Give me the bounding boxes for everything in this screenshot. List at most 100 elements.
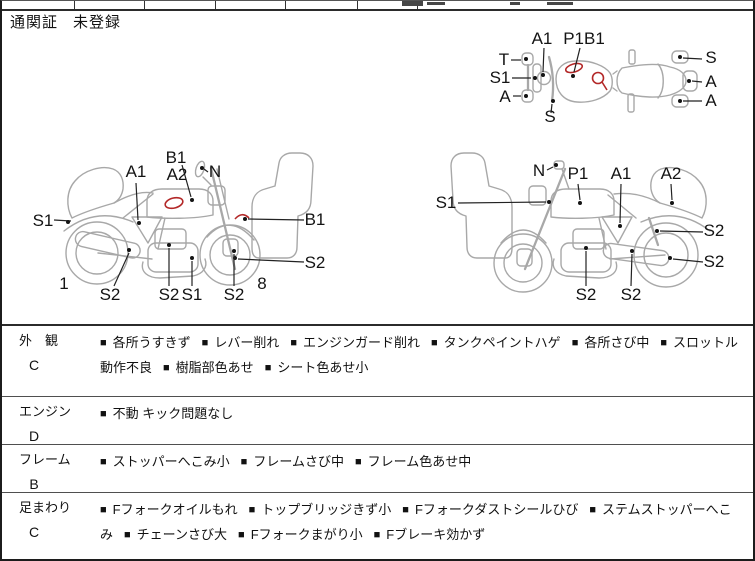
inspection-items: ■各所うすきず■レバー削れ■エンジンガード削れ■タンクペイントハゲ■各所さび中■… [100,326,753,396]
inspection-items: ■ 不動 キック問題なし [100,397,753,444]
leader-lines [53,164,305,287]
inspection-item: ■ 各所うすきず [100,335,191,350]
inspection-item-text: レバー削れ [214,335,280,350]
inspection-item: ■エンジンガード削れ [290,335,420,350]
bullet-marker: ■ [354,456,362,468]
diagram-label-s2: S2 [224,285,245,304]
inspection-item-text: フレームさび中 [253,454,344,469]
bullet-marker: ■ [238,529,245,541]
bullet-marker: ■ [431,337,438,349]
cutoff-text-remnant [547,2,573,5]
customs-label: 通関証 [10,14,59,31]
diagram-label-s2: S2 [100,285,121,304]
category-label: エンジン [19,404,72,419]
diagram-label-p1b1: P1B1 [563,29,605,48]
inspection-item-text: ステムストッパーへこみ [100,502,732,542]
inspection-item: ■Fフォークまがり小 [238,527,363,542]
inspection-item: ■ フレームさび中 [241,454,344,469]
inspection-item: ■スロットル動作不良 [100,335,738,375]
bullet-marker: ■ [589,504,597,516]
bullet-marker: ■ [402,504,409,516]
inspection-item-text: チェーンさび大 [136,527,228,542]
inspection-item: ■ 不動 キック問題なし [100,406,233,421]
inspection-row-label: 足まわり C [2,493,100,557]
diagram-label-a1: A1 [532,29,553,48]
category-label: フレーム [19,452,71,467]
bullet-marker: ■ [100,337,107,349]
inspection-item-text: フレーム色あせ中 [367,454,472,469]
cutoff-text-remnant [510,2,520,5]
damage-mark-red-front-fender [234,213,250,220]
diagram-label-s2: S2 [576,285,597,304]
diagram-label-s1: S1 [490,68,511,87]
column-divider [215,1,216,9]
diagram-label-8: 8 [257,274,266,293]
inspection-item-text: 各所さび中 [584,335,650,350]
bullet-marker: ■ [571,337,579,349]
bullet-marker: ■ [100,504,107,516]
inspection-item: ■Fフォークオイルもれ [100,502,238,517]
bullet-marker: ■ [240,456,248,468]
cutoff-text-remnant [427,2,445,5]
customs-status-line: 通関証未登録 [10,11,121,32]
diagram-label-a2: A2 [167,165,188,184]
diagram-label-s1: S1 [182,285,203,304]
column-divider [144,1,145,9]
inspection-item: ■ Fフォークダストシールひび [402,502,578,517]
inspection-item: ■ 各所さび中 [572,335,650,350]
diagram-label-s2: S2 [305,253,326,272]
bullet-marker: ■ [248,504,256,516]
right-view-motorcycle-sketch: N P1 A1 A2 S1 S2 S2 S2 S2 [436,152,725,304]
inspection-item-text: Fフォークダストシールひび [414,502,579,517]
inspection-item: ■ Fブレーキ効かず [374,527,486,542]
inspection-item-text: ストッパーへこみ小 [112,454,230,469]
diagram-label-a2: A2 [661,164,682,183]
diagram-label-s1: S1 [33,211,54,230]
bullet-marker: ■ [264,362,272,374]
inspection-item-text: スロットル動作不良 [100,335,739,375]
diagram-label-a: A [705,91,717,110]
diagram-label-s: S [705,48,716,67]
inspection-item-text: 樹脂部色あせ [175,360,254,375]
diagram-label-s2: S2 [621,285,642,304]
category-label: 足まわり [19,500,72,515]
bullet-marker: ■ [100,408,107,420]
diagram-label-a: A [705,72,717,91]
leader-lines [457,163,704,287]
inspection-item: ■ シート色あせ小 [265,360,369,375]
diagram-label-s2: S2 [704,221,725,240]
cutoff-table-row [2,1,753,11]
inspection-items: ■Fフォークオイルもれ■トップブリッジきず小■Fフォークダストシールひび■ステム… [100,493,753,557]
inspection-item: ■ チェーンさび大 [124,527,227,542]
bullet-marker: ■ [100,456,107,468]
diagram-label-p1: P1 [568,164,589,183]
inspection-item-text: 各所うすきず [112,335,191,350]
cutoff-text-remnant [402,1,423,6]
inspection-item: ■ステムストッパーへこみ [100,502,732,542]
inspection-item: ■ ストッパーへこみ小 [100,454,230,469]
damage-mark-red-q [591,71,608,91]
bullet-marker: ■ [124,529,131,541]
grade-value: C [28,524,40,540]
inspection-item-text: 不動 キック問題なし [112,406,234,421]
diagram-label-s2: S2 [159,285,180,304]
inspection-item-text: Fブレーキ効かず [386,527,486,542]
leader-lines [511,47,703,114]
diagram-label-n: N [209,162,221,181]
bullet-marker: ■ [373,529,381,541]
inspection-item-text: シート色あせ小 [277,360,369,375]
column-divider [285,1,286,9]
bullet-marker: ■ [290,337,297,349]
diagram-label-a1: A1 [611,164,632,183]
diagram-label-a: A [499,87,511,106]
grade-value: C [28,357,40,373]
customs-value: 未登録 [73,14,122,31]
